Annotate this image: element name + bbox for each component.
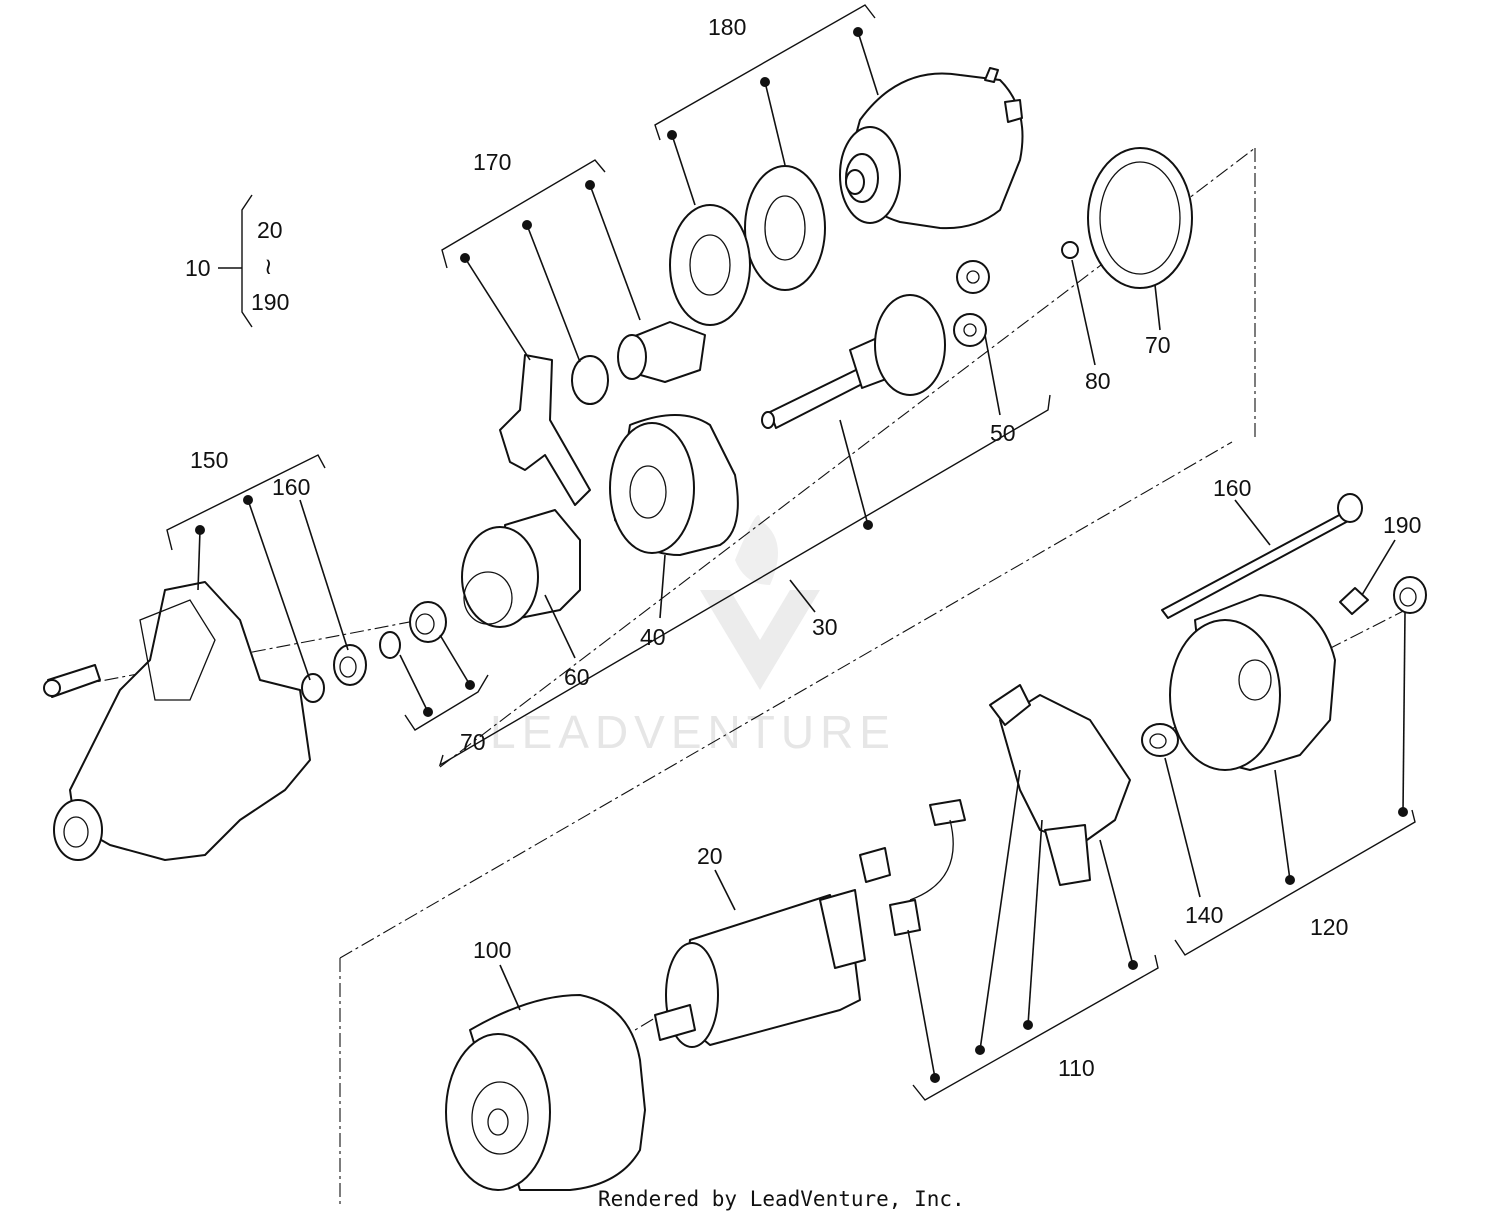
- part-gasket-outer: [744, 165, 826, 291]
- part-ball-90: [1061, 241, 1079, 259]
- part-planetary-gear-lower: [953, 313, 987, 347]
- callout-170: 170: [473, 149, 511, 175]
- assembly-range-from: 20: [257, 217, 283, 243]
- part-pinion-shaft-30: [761, 294, 946, 429]
- callout-130: 140: [1185, 902, 1223, 928]
- assembly-range-symbol: ≀: [264, 253, 273, 279]
- part-plunger-170: [617, 321, 706, 383]
- watermark: LEADVENTURE: [490, 515, 896, 758]
- part-bushing-150: [333, 644, 367, 686]
- part-armature-20: [654, 889, 866, 1048]
- part-bushing-130: [1141, 723, 1179, 757]
- part-gear-case-40: [609, 414, 739, 556]
- callout-labels: 180 170 70 80 50 150 160 160 190 30 40 6…: [190, 14, 1421, 1081]
- group-brackets: [166, 4, 1416, 1101]
- leader-lines: [197, 31, 1406, 1079]
- callout-40: 40: [640, 624, 666, 650]
- callout-180: 180: [708, 14, 746, 40]
- callout-50: 50: [990, 420, 1016, 446]
- part-brush-holder-110: [989, 684, 1131, 886]
- callout-140: 150: [190, 447, 228, 473]
- footer-credit: Rendered by LeadVenture, Inc.: [598, 1187, 965, 1211]
- part-spring-seat: [571, 355, 609, 405]
- callout-190: 190: [1383, 512, 1421, 538]
- callout-90: 80: [1085, 368, 1111, 394]
- callout-60: 60: [564, 664, 590, 690]
- part-yoke-100: [445, 994, 646, 1191]
- part-packing-80: [1087, 147, 1193, 289]
- callout-30: 30: [812, 614, 838, 640]
- part-rear-cover-120: [1169, 594, 1336, 771]
- part-bearing-rear: [1393, 576, 1427, 614]
- assembly-range-note: 10 20 ≀ 190: [185, 217, 289, 315]
- callout-80: 70: [1145, 332, 1171, 358]
- callout-20: 20: [697, 843, 723, 869]
- part-solenoid-180: [839, 67, 1024, 230]
- callout-110: 110: [1058, 1055, 1095, 1081]
- watermark-text: LEADVENTURE: [490, 706, 896, 758]
- part-gasket-inner: [669, 204, 751, 326]
- callout-160: 160: [1213, 475, 1251, 501]
- part-drive-housing-140: [43, 581, 311, 861]
- part-brush-set: [859, 799, 966, 936]
- part-through-bolt-160: [1161, 493, 1363, 619]
- part-screw-190: [1339, 587, 1369, 615]
- part-planetary-gear-upper: [956, 260, 990, 294]
- part-collar: [409, 601, 447, 643]
- assembly-range-to: 190: [251, 289, 289, 315]
- part-clutch-60: [461, 509, 581, 628]
- part-washer: [301, 673, 325, 703]
- callout-100: 100: [473, 937, 511, 963]
- part-snap-ring: [379, 631, 401, 659]
- leader-dots: [195, 27, 1408, 1083]
- callout-120: 120: [1310, 914, 1348, 940]
- assembly-label: 10: [185, 255, 211, 281]
- part-shift-lever: [499, 354, 591, 506]
- callout-150: 160: [272, 474, 310, 500]
- callout-70: 70: [460, 729, 486, 755]
